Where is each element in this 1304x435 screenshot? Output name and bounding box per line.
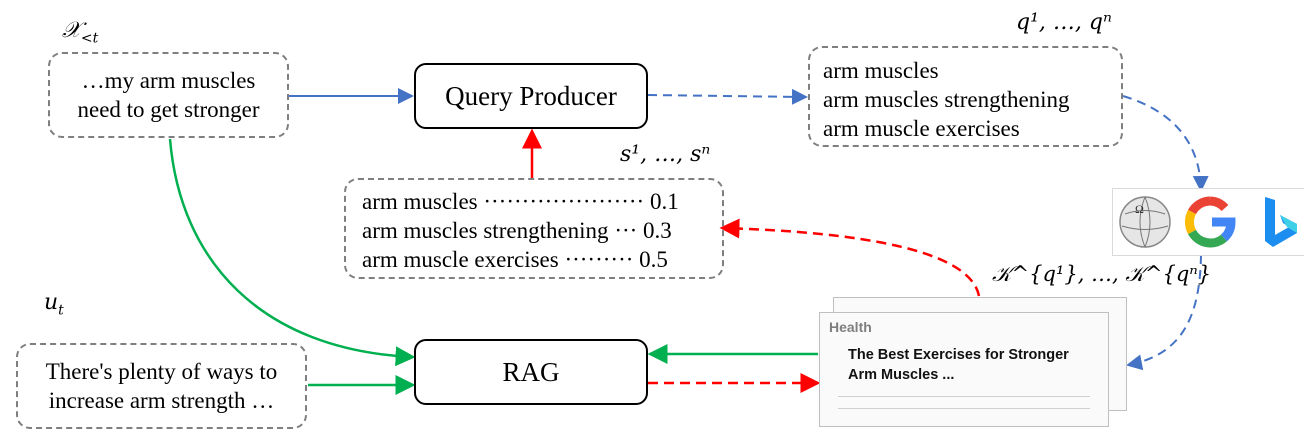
score-query: arm muscles: [362, 189, 478, 214]
scores-label: s¹, …, sⁿ: [620, 142, 711, 167]
score-value: 0.3: [643, 218, 672, 243]
card-title-line: The Best Exercises for Stronger: [848, 347, 1069, 363]
queries-label: q¹, …, qⁿ: [1016, 10, 1112, 35]
arrow-query-producer-to-queries: [647, 88, 808, 105]
context-line: …my arm muscles: [81, 68, 256, 93]
knowledge-label: 𝒦^{q¹}, …, 𝒦^{qⁿ}: [992, 262, 1212, 286]
context-label: 𝒳<t: [62, 18, 98, 46]
card-category: Health: [829, 319, 872, 335]
query-producer-box[interactable]: Query Producer: [414, 63, 648, 129]
query-item: arm muscles: [823, 58, 939, 83]
bing-b-icon: [1265, 197, 1297, 247]
arrow-knowledge-to-scores: [719, 218, 981, 297]
card-title-line: Arm Muscles ...: [848, 367, 955, 383]
card-title[interactable]: The Best Exercises for Stronger Arm Musc…: [848, 345, 1069, 385]
query-item: arm muscle exercises: [823, 116, 1020, 141]
query-producer-label: Query Producer: [445, 80, 617, 111]
score-row: arm muscle exercises ········· 0.5: [362, 245, 722, 274]
google-g-icon: [1184, 196, 1236, 248]
score-value: 0.1: [649, 189, 679, 214]
response-line: increase arm strength …: [48, 388, 275, 413]
score-value: 0.5: [639, 247, 668, 272]
context-label-sub: <t: [80, 30, 99, 47]
queries-box: arm muscles arm muscles strengthening ar…: [808, 46, 1123, 147]
query-item: arm muscles strengthening: [823, 87, 1070, 112]
context-line: need to get stronger: [77, 97, 260, 122]
score-dots: ·····················: [483, 189, 645, 214]
score-dots: ···: [614, 218, 638, 243]
svg-text:Ω: Ω: [1135, 202, 1144, 216]
search-engines-panel: Ω: [1112, 188, 1304, 256]
knowledge-card[interactable]: Health The Best Exercises for Stronger A…: [819, 312, 1109, 427]
score-query: arm muscles strengthening: [362, 218, 609, 243]
arrow-queries-to-search: [1122, 95, 1209, 192]
scores-box: arm muscles ····················· 0.1 ar…: [344, 178, 724, 279]
response-line: There's plenty of ways to: [45, 359, 278, 384]
context-label-main: 𝒳: [62, 18, 81, 43]
score-row: arm muscles ····················· 0.1: [362, 187, 722, 216]
context-box: …my arm muscles need to get stronger: [48, 52, 289, 138]
response-box: There's plenty of ways to increase arm s…: [16, 343, 307, 429]
response-label-main: u: [44, 290, 59, 315]
search-engine-logos: Ω: [1119, 196, 1297, 248]
card-divider: [838, 408, 1090, 409]
rag-box[interactable]: RAG: [414, 339, 648, 405]
response-label: ut: [44, 290, 64, 318]
rag-label: RAG: [502, 356, 560, 387]
arrow-search-to-knowledge: [1126, 254, 1202, 371]
card-divider: [838, 396, 1090, 397]
score-dots: ·········: [564, 247, 634, 272]
score-row: arm muscles strengthening ··· 0.3: [362, 216, 722, 245]
response-label-sub: t: [58, 302, 64, 319]
wikipedia-globe-icon: Ω: [1119, 196, 1171, 248]
score-query: arm muscle exercises: [362, 247, 559, 272]
arrow-context-to-rag: [168, 138, 416, 367]
